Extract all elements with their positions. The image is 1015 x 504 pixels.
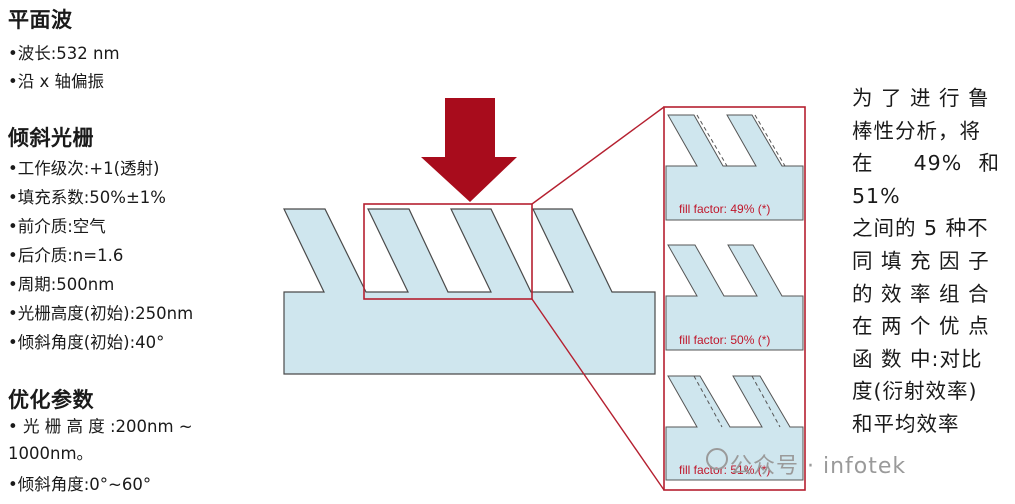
explanation-line: 度(衍射效率) [852, 379, 978, 404]
explanation-line: 同 填 充 因 子 [852, 248, 990, 273]
panel-label-49: fill factor: 49% (*) [679, 202, 770, 216]
zoom-region-box [363, 203, 533, 300]
tilt-angle-item: •倾斜角度(初始):40° [8, 333, 165, 352]
panel-ff-51 [665, 375, 804, 481]
explanation-line: 棒性分析，将 [852, 118, 981, 143]
grating-title: 倾斜光栅 [8, 126, 94, 150]
explanation-line: 在 两 个 优 点 [852, 314, 990, 339]
connector-bottom [531, 298, 665, 491]
incident-arrow-icon [421, 98, 517, 202]
period-item: •周期:500nm [8, 275, 115, 294]
panel-label-50: fill factor: 50% (*) [679, 333, 770, 347]
explanation-line: 为 了 进 行 鲁 [852, 86, 990, 110]
wechat-icon [706, 448, 728, 470]
grating-substrate-with-ridges [283, 208, 656, 375]
explanation-line: 之间的 5 种不 [852, 216, 989, 241]
optimization-title: 优化参数 [8, 388, 94, 412]
front-medium-item: •前介质:空气 [8, 217, 106, 236]
explanation-line: 和平均效率 [852, 411, 960, 436]
explanation-line: 在 49%和 51% [852, 151, 1000, 208]
fill-factor-item: •填充系数:50%±1% [8, 188, 166, 207]
wavelength-item: •波长:532 nm [8, 44, 120, 63]
main-grating [283, 208, 656, 375]
polarization-item: •沿 x 轴偏振 [8, 72, 104, 91]
height-range-item: • 光 栅 高 度 :200nm ~ 1000nm。 [8, 417, 193, 463]
angle-range-item: •倾斜角度:0°~60° [8, 475, 152, 494]
panel-ff-50 [665, 244, 804, 351]
panel-label-51: fill factor: 51% (*) [679, 463, 770, 477]
watermark: 公众号 · infotek [730, 454, 907, 479]
connector-top [531, 106, 665, 205]
plane-wave-title: 平面波 [8, 8, 73, 32]
height-item: •光栅高度(初始):250nm [8, 304, 194, 323]
order-item: •工作级次:+1(透射) [8, 159, 160, 178]
back-medium-item: •后介质:n=1.6 [8, 246, 124, 265]
zoom-panel-frame [663, 106, 806, 491]
panel-ff-49 [665, 114, 804, 221]
explanation-line: 函 数 中:对比 [852, 346, 983, 371]
explanation-line: 的 效 率 组 合 [852, 281, 990, 306]
robustness-explanation: 为 了 进 行 鲁 棒性分析，将 在 49%和 51% 之间的 5 种不 同 填… [852, 82, 1000, 441]
